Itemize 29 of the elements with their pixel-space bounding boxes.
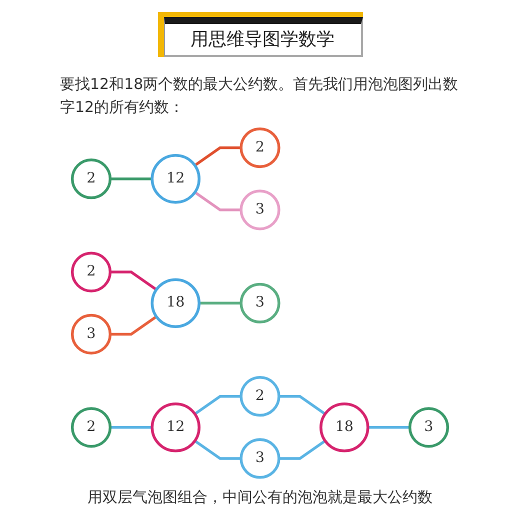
connector [278, 394, 326, 415]
connector [110, 426, 152, 428]
connector [194, 146, 242, 166]
node-circle: 18 [320, 402, 370, 452]
node-circle: 3 [408, 406, 450, 448]
connector [110, 270, 158, 290]
connector [194, 439, 242, 460]
connector [110, 314, 158, 336]
title: 用思维导图学数学 [164, 17, 362, 57]
node-circle: 3 [240, 189, 280, 230]
node-circle: 12 [150, 153, 200, 204]
node-circle: 12 [150, 402, 200, 452]
connector [199, 301, 242, 304]
node-circle: 2 [240, 376, 280, 416]
node-circle: 2 [70, 158, 112, 199]
conclusion-text: 用双层气泡图组合，中间公有的泡泡就是最大公约数 [86, 486, 434, 508]
intro-text: 要找12和18两个数的最大公约数。首先我们用泡泡图列出数字12的所有约数： [60, 74, 460, 118]
node-circle: 2 [70, 406, 112, 448]
node-circle: 3 [240, 282, 280, 323]
node-circle: 18 [150, 278, 200, 328]
connector [194, 190, 242, 211]
connector [368, 426, 410, 428]
connector [194, 394, 242, 415]
connector [110, 176, 152, 180]
connector [278, 439, 326, 460]
node-circle: 3 [70, 313, 112, 354]
node-circle: 2 [70, 251, 112, 292]
node-circle: 3 [240, 438, 280, 478]
node-circle: 2 [240, 126, 280, 168]
